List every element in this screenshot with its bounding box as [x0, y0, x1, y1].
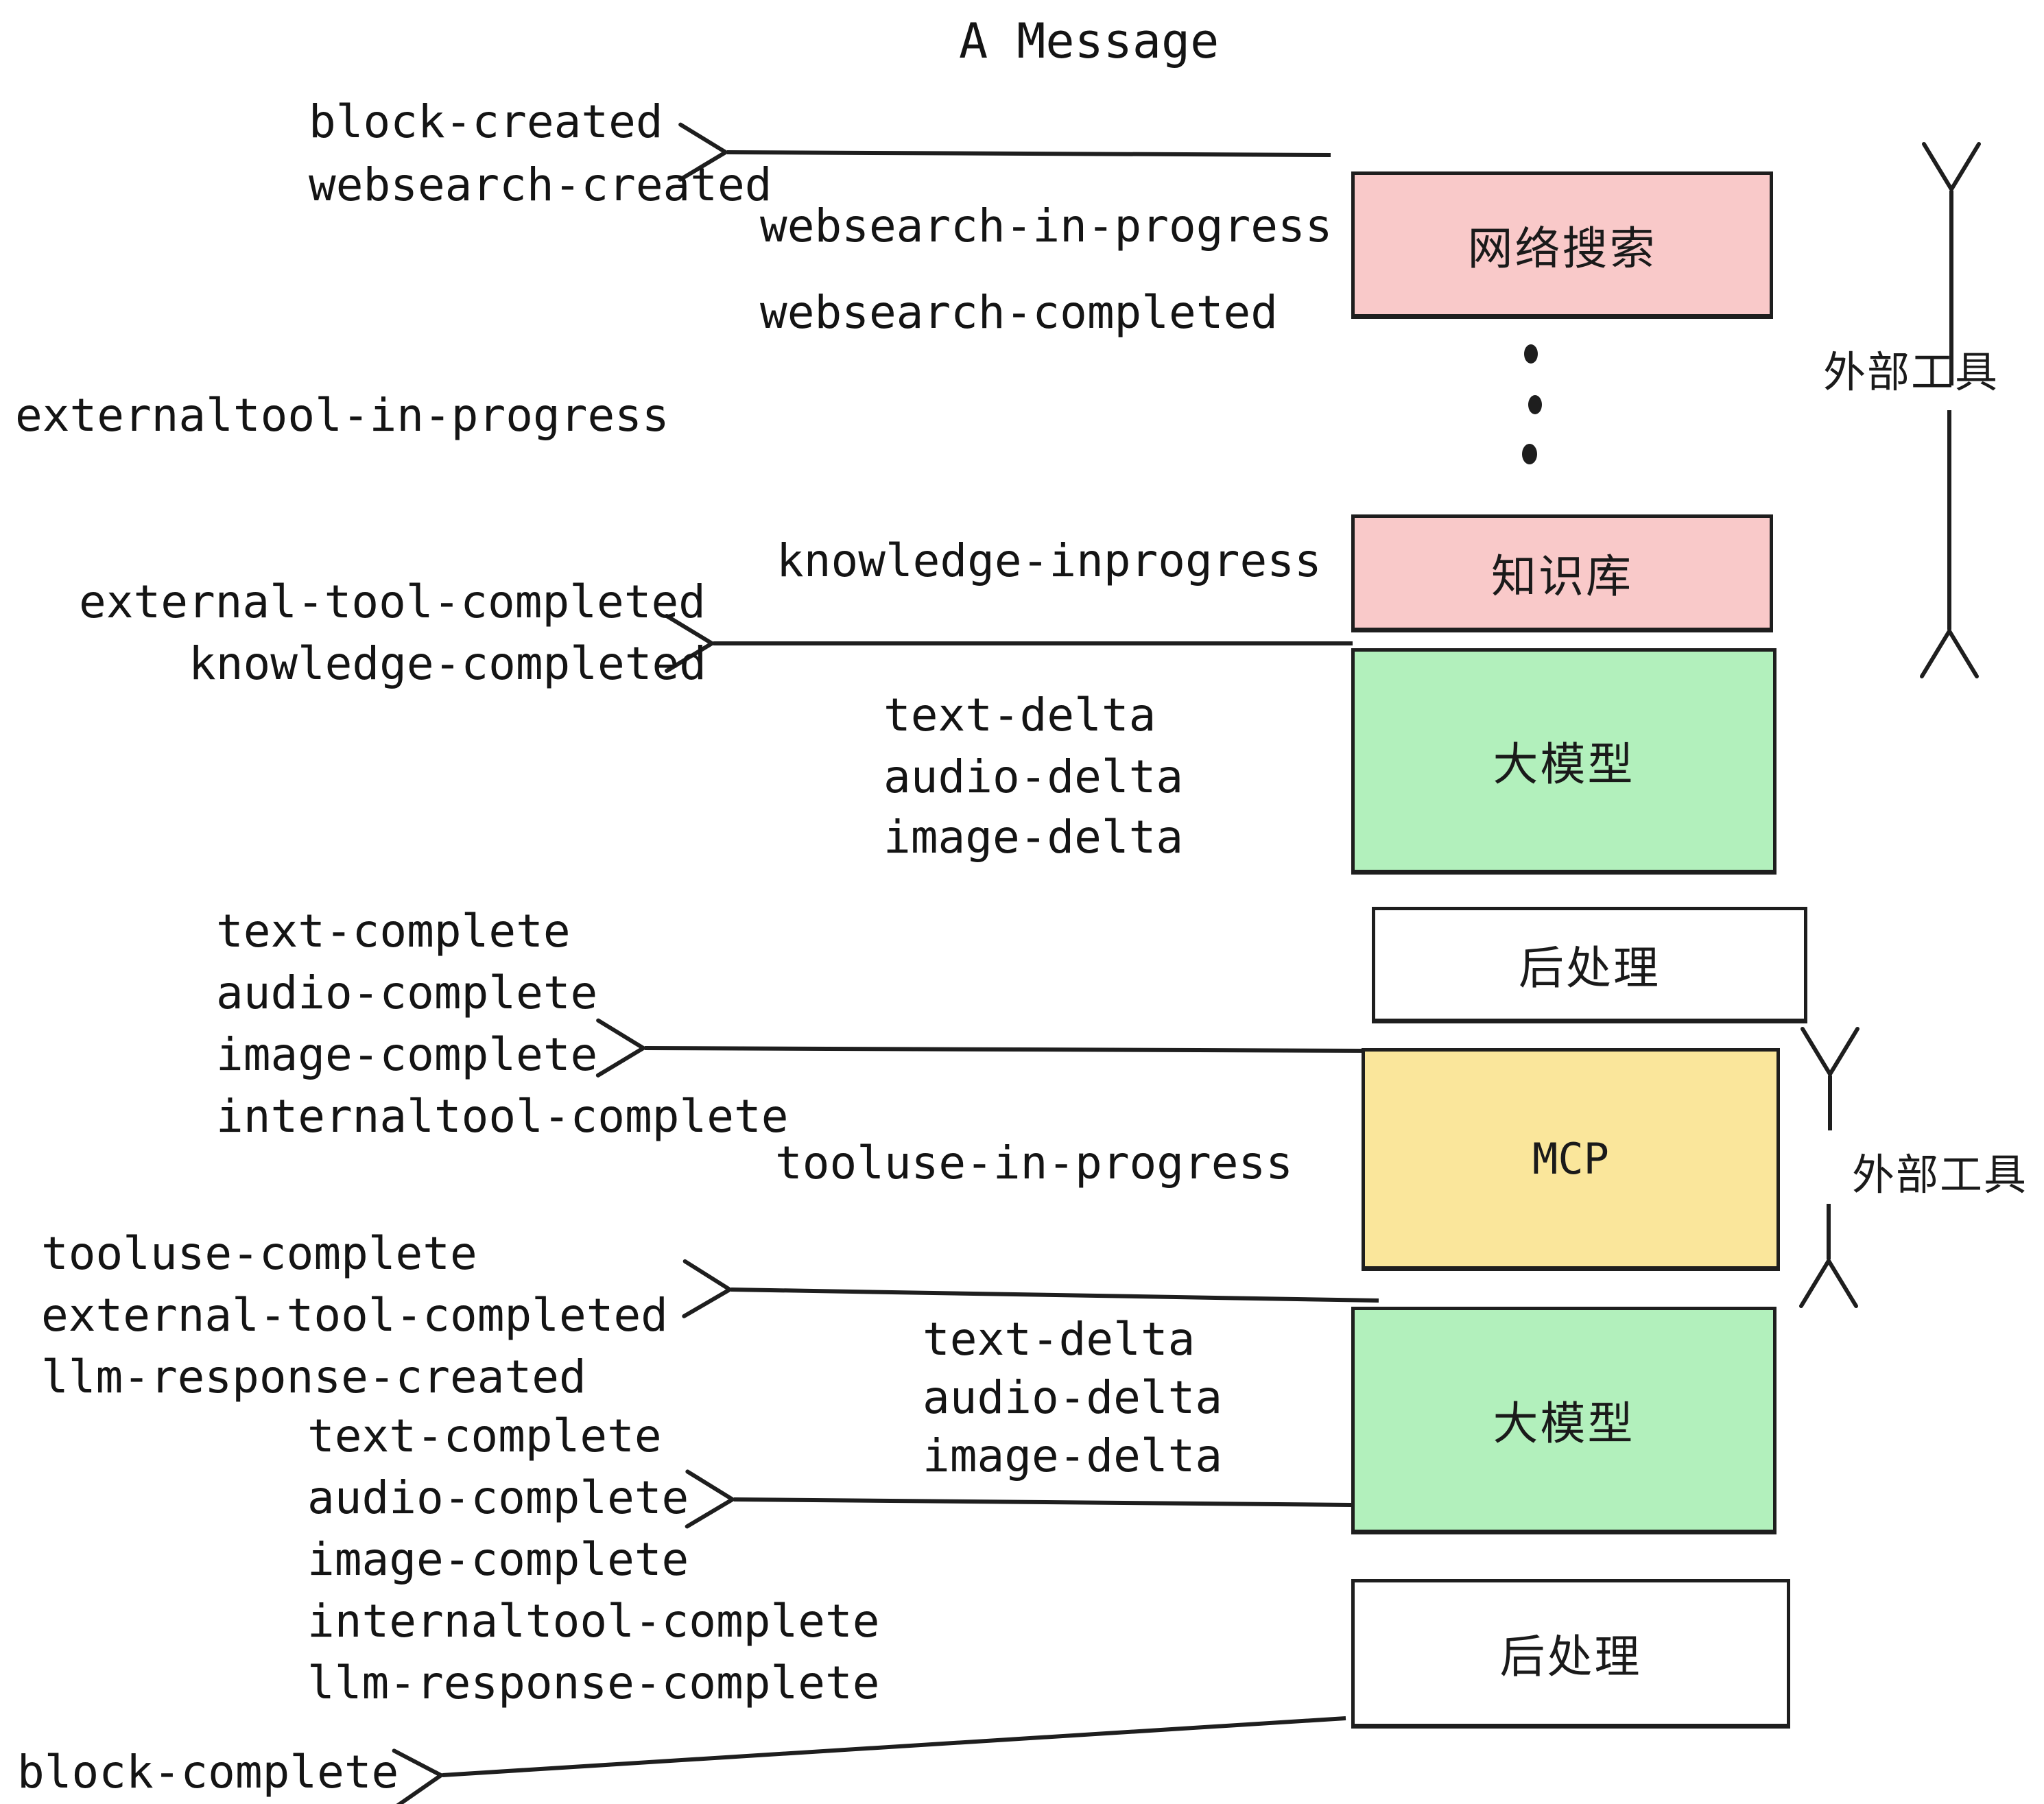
box-knowledge: 知识库: [1351, 514, 1773, 632]
event-image-delta-1: image-delta: [883, 811, 1184, 864]
event-image-delta-2: image-delta: [923, 1429, 1223, 1482]
arrow-block-complete: [392, 1716, 1346, 1804]
box-postprocess-1-label: 后处理: [1519, 942, 1661, 995]
box-websearch: 网络搜索: [1351, 171, 1773, 319]
event-image-complete-2: image-complete: [307, 1533, 689, 1586]
event-image-complete-1: image-complete: [216, 1028, 598, 1081]
external-tools-label-1: 外部工具: [1823, 347, 1999, 397]
arrow-tooluse-complete: [682, 1259, 1379, 1318]
box-websearch-label: 网络搜索: [1467, 222, 1657, 275]
event-text-delta-2: text-delta: [923, 1313, 1196, 1366]
event-text-complete-2: text-complete: [307, 1410, 662, 1462]
event-block-complete: block-complete: [17, 1746, 399, 1799]
box-mcp: MCP: [1362, 1048, 1780, 1271]
event-internaltool-complete-2: internaltool-complete: [307, 1595, 880, 1648]
box-postprocess-2-label: 后处理: [1499, 1630, 1642, 1683]
event-tooluse-in-progress: tooluse-in-progress: [775, 1137, 1293, 1189]
event-text-complete-1: text-complete: [216, 905, 571, 958]
event-tooluse-complete: tooluse-complete: [41, 1227, 477, 1280]
page-title: A Message: [959, 13, 1220, 69]
box-llm-1: 大模型: [1351, 648, 1776, 875]
event-llm-response-created: llm-response-created: [41, 1351, 586, 1403]
event-knowledge-inprogress: knowledge-inprogress: [776, 534, 1322, 587]
arrow-audio-complete: [685, 1469, 1352, 1529]
event-audio-complete-2: audio-complete: [307, 1471, 689, 1524]
box-knowledge-label: 知识库: [1491, 550, 1633, 603]
box-mcp-label: MCP: [1532, 1134, 1609, 1184]
arrow-block-created: [678, 122, 1331, 182]
event-audio-complete-1: audio-complete: [216, 966, 598, 1019]
event-websearch-created: websearch-created: [309, 158, 772, 211]
event-external-tool-completed-1: external-tool-completed: [79, 575, 706, 628]
event-llm-response-complete: llm-response-complete: [307, 1657, 880, 1709]
event-externaltool-in-progress: externaltool-in-progress: [15, 389, 669, 442]
event-internaltool-complete-1: internaltool-complete: [216, 1090, 789, 1143]
event-block-created: block-created: [309, 95, 663, 148]
event-websearch-completed: websearch-completed: [760, 286, 1278, 339]
event-audio-delta-2: audio-delta: [923, 1371, 1223, 1424]
external-tools-label-2: 外部工具: [1852, 1150, 2028, 1200]
event-external-tool-completed-2: external-tool-completed: [41, 1289, 668, 1342]
event-text-delta-1: text-delta: [883, 689, 1156, 741]
box-llm-1-label: 大模型: [1493, 738, 1635, 791]
box-llm-2-label: 大模型: [1493, 1397, 1635, 1450]
arrow-image-complete: [595, 1018, 1381, 1078]
event-audio-delta-1: audio-delta: [883, 750, 1184, 803]
event-websearch-in-progress: websearch-in-progress: [760, 200, 1333, 252]
box-llm-2: 大模型: [1351, 1307, 1776, 1534]
event-knowledge-completed: knowledge-completed: [189, 637, 706, 690]
box-postprocess-2: 后处理: [1351, 1579, 1790, 1729]
ellipsis-dots: [1522, 344, 1542, 464]
box-postprocess-1: 后处理: [1372, 907, 1807, 1023]
